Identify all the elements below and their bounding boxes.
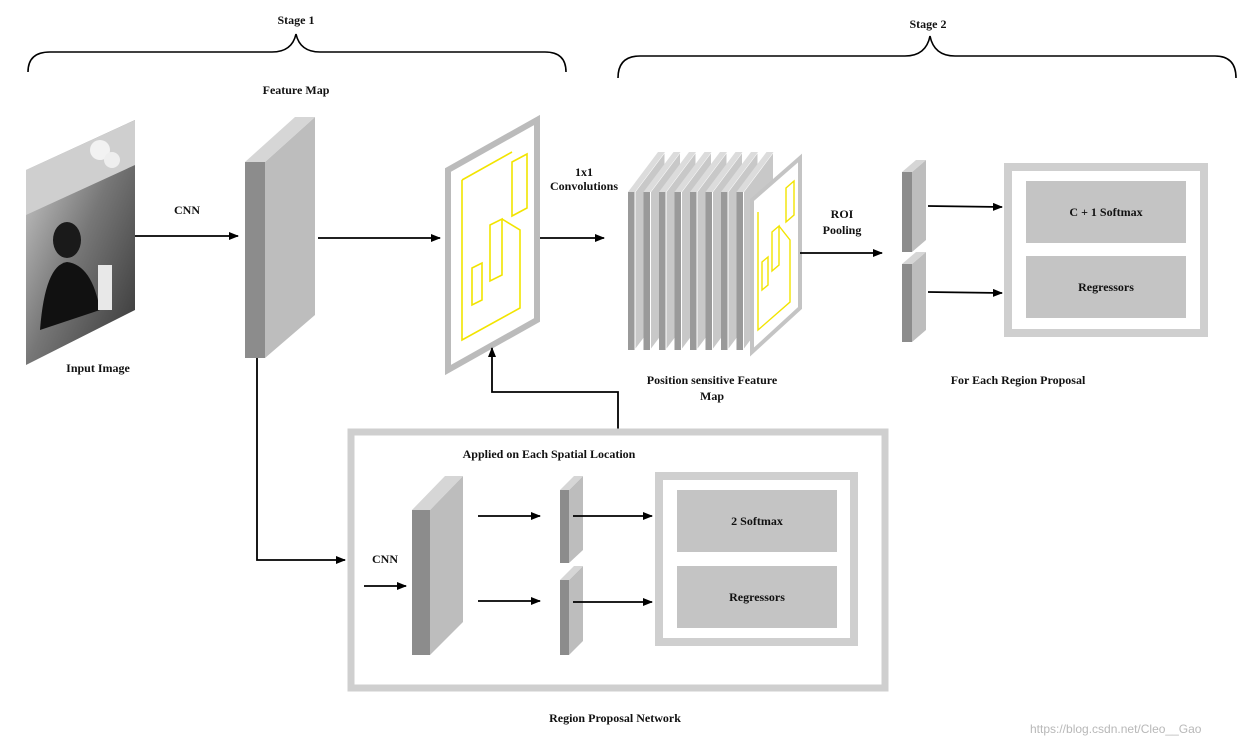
stage2-arrow-regressors <box>927 288 1003 297</box>
rpn-upper-slab <box>560 476 583 563</box>
rpn-to-scoremap-connector <box>488 347 619 432</box>
rpn-feature-slab <box>412 476 463 655</box>
rpn-head-box: 2 Softmax Regressors <box>655 472 858 646</box>
stage2-lower-slab <box>902 252 926 342</box>
stage2-head-box: C + 1 Softmax Regressors <box>1004 163 1208 337</box>
rpn-title: Region Proposal Network <box>549 711 681 725</box>
roi-label-line2: Pooling <box>822 223 862 237</box>
rpn-regressors-label: Regressors <box>729 590 785 604</box>
score-map-panel <box>445 114 540 376</box>
rpn-applied-label: Applied on Each Spatial Location <box>462 447 636 461</box>
rpn-softmax-label: 2 Softmax <box>731 514 783 528</box>
head-regressors-label: Regressors <box>1078 280 1134 294</box>
featuremap-to-rpn-connector <box>256 358 346 564</box>
roi-label-line1: ROI <box>830 207 854 221</box>
stage2-label: Stage 2 <box>909 17 947 31</box>
stage2-arrow-softmax <box>927 202 1003 211</box>
conv-label-line1: 1x1 <box>575 165 593 179</box>
rpn-cnn-label: CNN <box>372 552 398 566</box>
cnn-label: CNN <box>174 203 200 217</box>
feature-map-label: Feature Map <box>262 83 330 97</box>
stage2-upper-slab <box>902 160 926 252</box>
feature-map-slab <box>245 117 315 358</box>
watermark: https://blog.csdn.net/Cleo__Gao <box>1030 722 1202 736</box>
for-each-region-label: For Each Region Proposal <box>950 373 1086 387</box>
ps-map-front-panel <box>750 153 802 357</box>
head-softmax-label: C + 1 Softmax <box>1069 205 1142 219</box>
conv-label-line2: Convolutions <box>549 179 619 193</box>
position-sensitive-map-stack <box>628 150 802 357</box>
stage2-brace <box>617 35 1237 79</box>
psfm-label-line1: Position sensitive Feature <box>646 373 778 387</box>
rpn-lower-slab <box>560 566 583 655</box>
stage1-brace <box>27 33 567 73</box>
input-image <box>26 120 135 365</box>
psfm-label-line2: Map <box>700 389 724 403</box>
input-image-label: Input Image <box>66 361 130 375</box>
stage1-label: Stage 1 <box>277 13 315 27</box>
